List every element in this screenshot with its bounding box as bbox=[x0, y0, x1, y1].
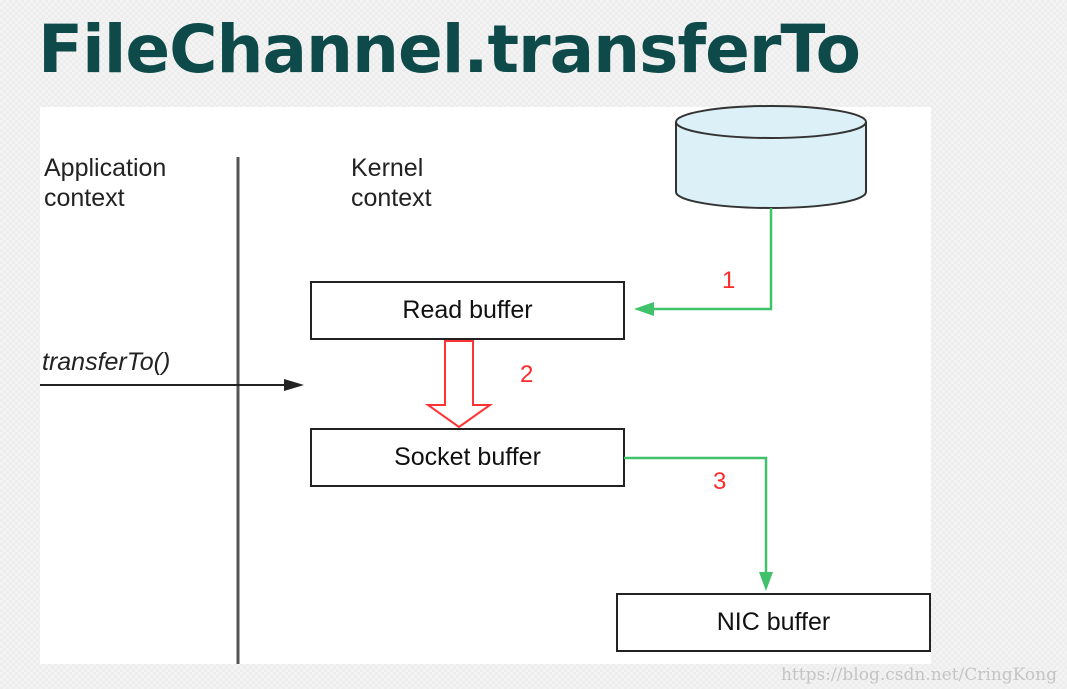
kernel-context-line2: context bbox=[351, 184, 432, 212]
application-context-line2: context bbox=[44, 184, 125, 212]
application-context-line1: Application bbox=[44, 154, 167, 182]
application-context-label: Application context bbox=[44, 153, 166, 213]
step-number-2: 2 bbox=[520, 361, 534, 388]
transferto-call-label: transferTo() bbox=[42, 348, 171, 376]
nic-buffer-box bbox=[616, 593, 931, 652]
step2-copy-arrow bbox=[424, 340, 494, 429]
socket-buffer-label: Socket buffer bbox=[394, 443, 541, 471]
nic-buffer-label: NIC buffer bbox=[716, 608, 831, 636]
slide-title: FileChannel.transferTo bbox=[38, 11, 861, 88]
read-buffer-label: Read buffer bbox=[402, 296, 533, 324]
kernel-context-line1: Kernel bbox=[351, 154, 424, 182]
disk-icon bbox=[675, 105, 867, 209]
read-buffer-box bbox=[310, 281, 625, 340]
kernel-context-label: Kernel context bbox=[351, 153, 432, 213]
socket-buffer-box bbox=[310, 428, 625, 487]
step-number-3: 3 bbox=[713, 468, 727, 495]
transferto-call-arrow bbox=[40, 379, 304, 391]
step1-dma-arrow bbox=[634, 208, 773, 316]
step-number-1: 1 bbox=[722, 267, 736, 294]
step3-dma-arrow bbox=[624, 456, 773, 591]
watermark: https://blog.csdn.net/CringKong bbox=[780, 665, 1057, 685]
